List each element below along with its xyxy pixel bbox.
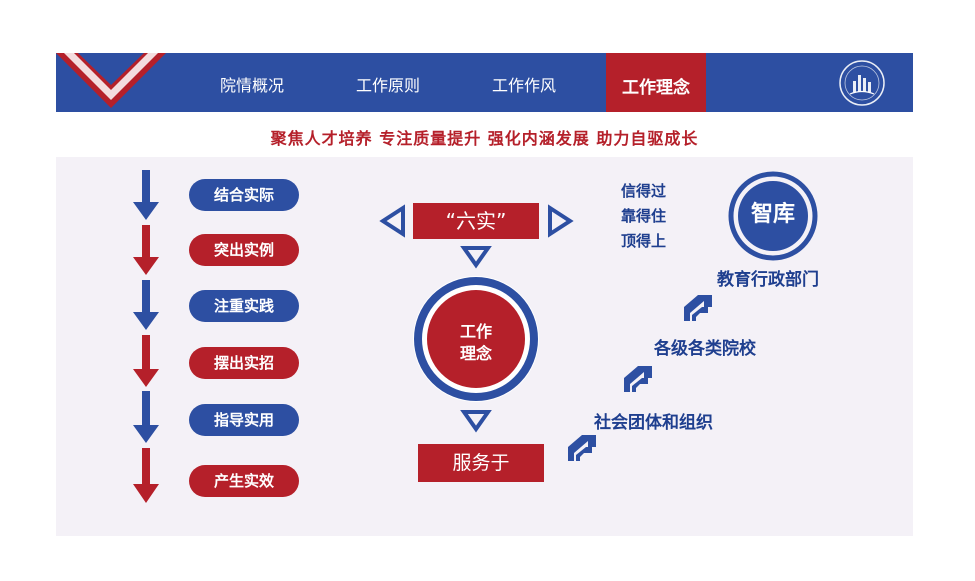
target-education-admin: 教育行政部门	[717, 270, 819, 290]
six-real-label: “六实”	[445, 209, 507, 233]
up-right-chevron-icon	[684, 295, 712, 321]
nav-item-philosophy[interactable]: 工作理念	[606, 53, 706, 112]
serve-box: 服务于	[418, 444, 544, 482]
down-arrow-blue-icon	[133, 280, 159, 330]
slide: 院情概况 工作原则 工作作风 工作理念 聚焦人才培养 专注质量提升 强化内涵发展…	[56, 53, 913, 536]
six-real-box: “六实”	[413, 203, 539, 239]
pill-combine-reality: 结合实际	[189, 179, 299, 211]
circle-line-1: 工作	[459, 322, 492, 341]
right-triangle-icon	[548, 204, 574, 238]
institution-emblem-icon	[839, 60, 885, 106]
trust-list: 信得过 靠得住 顶得上	[621, 179, 666, 254]
pill-highlight-cases: 突出实例	[189, 234, 299, 266]
down-arrow-red-icon	[133, 448, 159, 503]
down-arrow-red-icon	[133, 335, 159, 387]
pill-practice: 注重实践	[189, 290, 299, 322]
slogan-text: 聚焦人才培养 专注质量提升 强化内涵发展 助力自驱成长	[270, 129, 699, 148]
nav-label: 工作理念	[622, 78, 690, 98]
slogan-bar: 聚焦人才培养 专注质量提升 强化内涵发展 助力自驱成长	[56, 112, 913, 157]
philosophy-circle	[413, 276, 539, 402]
pill-practical-guidance: 指导实用	[189, 404, 299, 436]
down-arrow-blue-icon	[133, 170, 159, 220]
down-triangle-icon	[460, 246, 492, 269]
philosophy-circle-text: 工作 理念	[412, 321, 540, 365]
trust-item: 靠得住	[621, 207, 667, 225]
think-tank-badge	[728, 171, 818, 261]
circle-line-2: 理念	[459, 344, 492, 363]
down-triangle-icon	[460, 410, 492, 433]
target-social-orgs: 社会团体和组织	[594, 413, 713, 433]
nav-item-overview[interactable]: 院情概况	[196, 53, 308, 112]
chevron-logo-icon	[56, 53, 166, 108]
nav-label: 院情概况	[219, 76, 284, 95]
up-right-chevron-icon	[624, 366, 652, 392]
nav-item-principles[interactable]: 工作原则	[332, 53, 444, 112]
nav-label: 工作作风	[491, 76, 556, 95]
up-right-chevron-icon	[568, 435, 596, 461]
trust-item: 顶得上	[621, 232, 667, 250]
down-arrow-blue-icon	[133, 391, 159, 443]
left-triangle-icon	[379, 204, 405, 238]
think-tank-label: 智库	[750, 202, 795, 227]
down-arrow-red-icon	[133, 225, 159, 275]
pill-effectiveness: 产生实效	[189, 465, 299, 497]
pill-real-measures: 摆出实招	[189, 347, 299, 379]
header-bar: 院情概况 工作原则 工作作风 工作理念	[56, 53, 913, 112]
trust-item: 信得过	[621, 182, 667, 200]
nav-item-style[interactable]: 工作作风	[468, 53, 580, 112]
target-schools: 各级各类院校	[654, 339, 756, 359]
serve-label: 服务于	[452, 452, 510, 474]
nav-label: 工作原则	[355, 76, 420, 95]
